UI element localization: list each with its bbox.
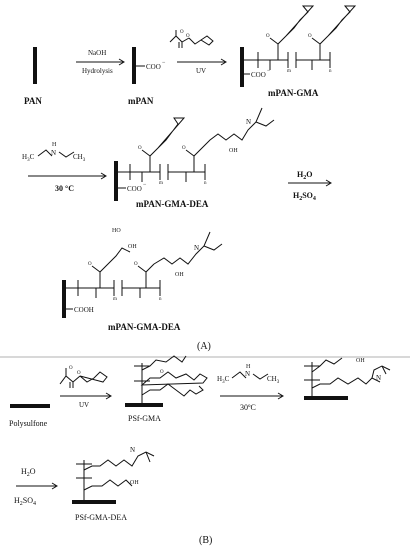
h2so4-label-b: H2SO4 — [14, 496, 36, 507]
svg-text:m: m — [159, 181, 163, 186]
pan-membrane-bar — [33, 47, 37, 84]
psf-gma-label: PSf-GMA — [128, 414, 161, 423]
svg-text:COO: COO — [127, 185, 142, 193]
polysulfone-membrane-bar — [10, 404, 50, 408]
svg-text:O: O — [182, 146, 186, 151]
svg-text:N: N — [130, 446, 135, 454]
svg-text:n: n — [204, 181, 207, 186]
svg-text:O: O — [134, 262, 138, 267]
svg-text:CH3: CH3 — [267, 375, 280, 385]
svg-text:O: O — [138, 146, 142, 151]
panel-b-caption: (B) — [199, 535, 212, 546]
svg-text:N: N — [51, 149, 56, 157]
svg-text:O: O — [160, 370, 164, 375]
svg-text:HO: HO — [112, 228, 121, 234]
mpan-gma-structure: O O m n COO − — [240, 5, 357, 87]
svg-text:n: n — [329, 69, 332, 74]
mpan-gma-dea-label-2: mPAN-GMA-DEA — [108, 322, 181, 332]
gma-reagent-structure-b: O O — [59, 366, 108, 388]
svg-text:O: O — [266, 34, 270, 39]
svg-text:−: − — [143, 182, 147, 188]
mpan-coo-group: COO — [146, 63, 161, 71]
hydrolysis-label: Hydrolysis — [82, 67, 113, 75]
svg-text:H: H — [246, 364, 251, 370]
mpan-gma-dea-label-1: mPAN-GMA-DEA — [136, 199, 209, 209]
mpan-label: mPAN — [128, 96, 154, 106]
psf-gma-structure: O — [125, 355, 208, 407]
gma-reagent-structure: O O — [169, 30, 214, 48]
mpan-gma-label: mPAN-GMA — [268, 88, 319, 98]
svg-text:n: n — [159, 297, 162, 302]
svg-text:OH: OH — [356, 358, 365, 364]
svg-text:O: O — [308, 34, 312, 39]
mpan-membrane-bar — [132, 47, 136, 84]
diethylamine-reagent: H3C N H CH3 — [22, 142, 86, 163]
svg-text:N: N — [376, 374, 381, 382]
mpan-gma-dea-hydrolysed-structure: O O HO OH OH N m n COOH — [62, 228, 223, 318]
svg-text:OH: OH — [128, 244, 137, 250]
uv-label-b: UV — [79, 401, 89, 409]
svg-text:O: O — [88, 262, 92, 267]
svg-text:OH: OH — [130, 480, 139, 486]
uv-label-a: UV — [196, 67, 206, 75]
svg-text:O: O — [180, 30, 184, 35]
svg-text:−: − — [162, 60, 166, 66]
psf-gma-dea-label: PSf-GMA-DEA — [75, 513, 127, 522]
temp-label-a: 30 °C — [55, 184, 74, 193]
svg-text:O: O — [77, 371, 81, 376]
svg-text:N: N — [194, 244, 199, 252]
h2o-label-a: H2O — [297, 170, 312, 181]
svg-text:m: m — [113, 297, 117, 302]
h2so4-label-a: H2SO4 — [293, 191, 316, 202]
svg-text:COOH: COOH — [74, 306, 94, 314]
psf-gma-aminated-structure: OH N — [304, 357, 391, 400]
svg-text:CH3: CH3 — [73, 153, 86, 163]
polysulfone-label: Polysulfone — [9, 419, 48, 428]
svg-text:m: m — [287, 69, 291, 74]
svg-text:H: H — [52, 142, 57, 148]
pan-label: PAN — [24, 96, 42, 106]
psf-gma-dea-structure: N OH — [72, 446, 155, 504]
mpan-gma-dea-structure: O O OH N m n COO − — [114, 107, 275, 201]
temp-label-b: 30ºC — [240, 403, 256, 412]
svg-text:H3C: H3C — [22, 153, 35, 163]
svg-text:O: O — [69, 366, 73, 371]
svg-text:OH: OH — [175, 272, 184, 278]
panel-a: PAN NaOH Hydrolysis COO − mPAN O O UV O — [22, 5, 357, 352]
svg-text:N: N — [245, 370, 250, 378]
svg-text:N: N — [246, 118, 251, 126]
panel-b: Polysulfone O O UV O PSf-GMA H3C N H CH3 — [9, 355, 391, 546]
mpan-gma-coo-group: COO — [251, 71, 266, 79]
svg-text:OH: OH — [229, 148, 238, 154]
svg-text:−: − — [267, 68, 271, 74]
h2o-label-b: H2O — [21, 467, 36, 478]
panel-a-caption: (A) — [197, 341, 211, 352]
svg-text:O: O — [186, 34, 190, 39]
svg-text:H3C: H3C — [217, 375, 230, 385]
diethylamine-reagent-b: H3C N H CH3 — [217, 364, 280, 385]
naoh-label: NaOH — [88, 49, 106, 57]
